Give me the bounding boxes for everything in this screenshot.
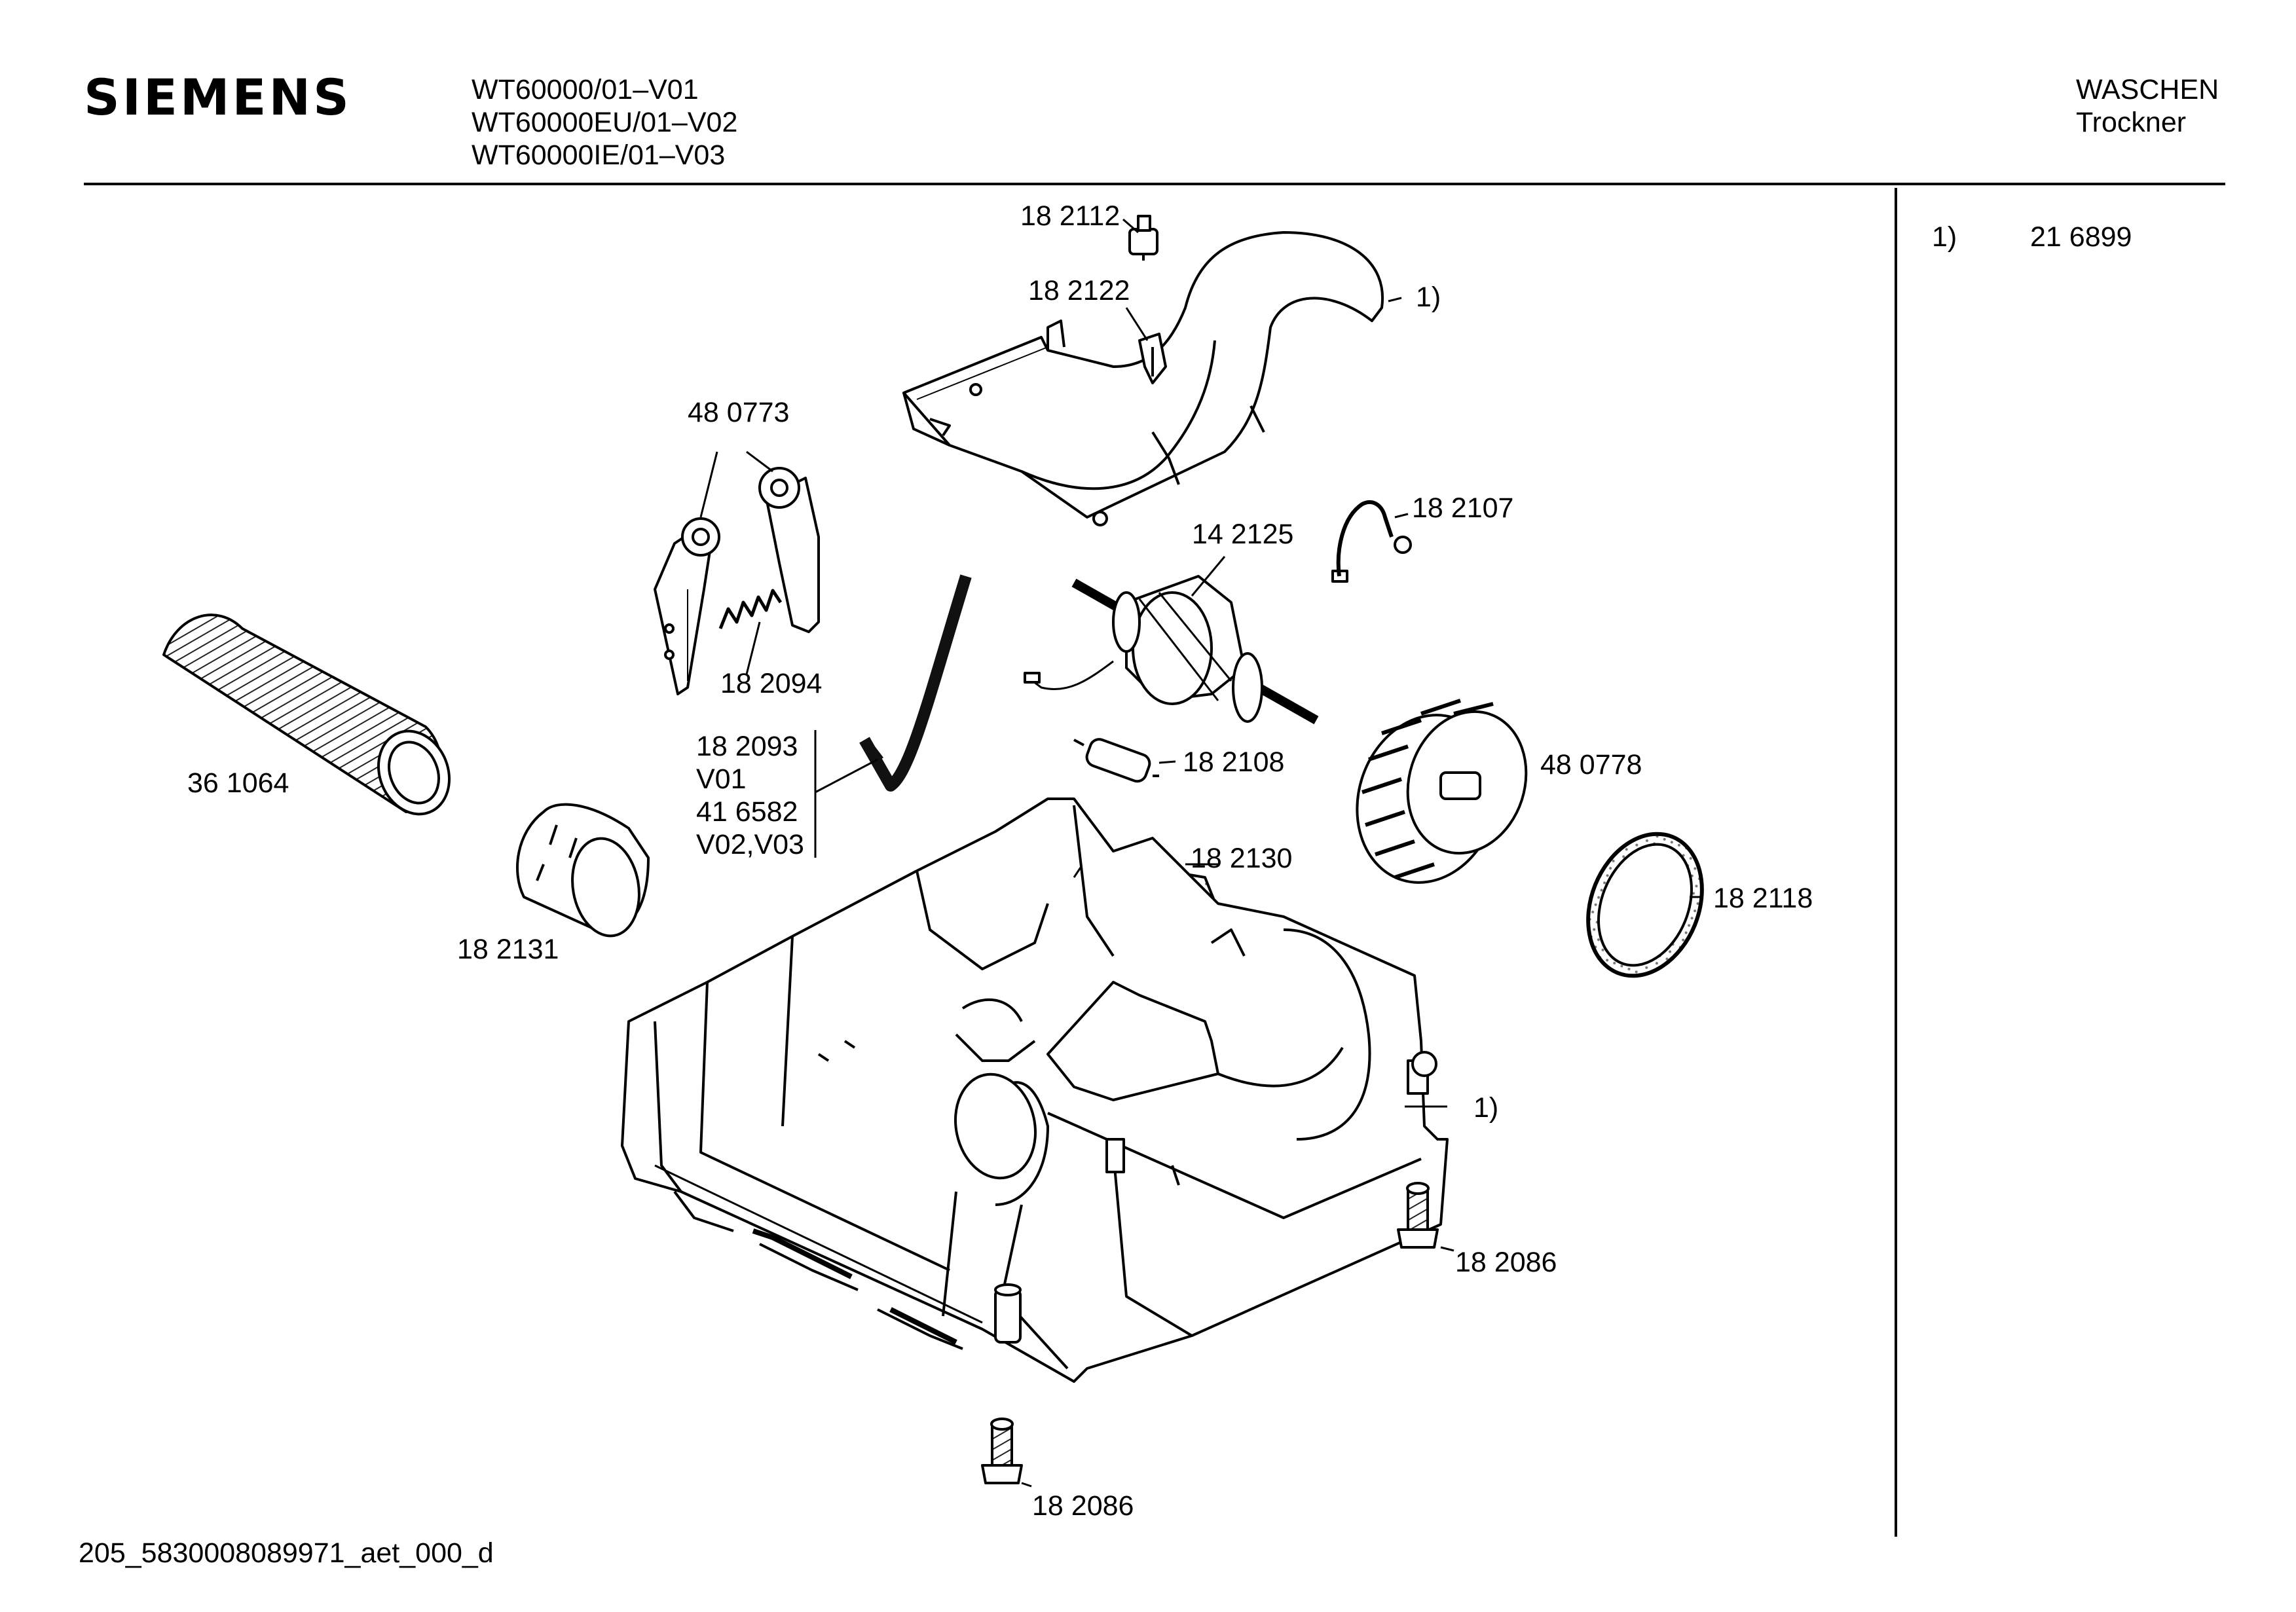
part-variant-v02-v03: V02,V03 bbox=[696, 829, 804, 860]
legend-key: 1) bbox=[1932, 221, 1957, 253]
brand-logo: SIEMENS bbox=[84, 68, 352, 126]
leader-lines bbox=[699, 218, 1703, 1488]
part-label-182118: 18 2118 bbox=[1713, 883, 1813, 914]
part-note-bottom: 1) bbox=[1473, 1092, 1499, 1124]
model-number-3: WT60000IE/01–V03 bbox=[472, 139, 726, 171]
part-label-182086-right: 18 2086 bbox=[1455, 1247, 1557, 1278]
part-label-182107: 18 2107 bbox=[1412, 492, 1514, 524]
exhaust-hose bbox=[162, 614, 451, 816]
motor bbox=[1024, 575, 1319, 725]
part-label-182112: 18 2112 bbox=[1020, 200, 1120, 232]
part-label-182108: 18 2108 bbox=[1183, 746, 1285, 778]
part-label-416582: 41 6582 bbox=[696, 796, 798, 828]
part-label-182093: 18 2093 bbox=[696, 731, 798, 762]
base-frame bbox=[621, 797, 1449, 1383]
legend-divider bbox=[1895, 188, 1897, 1537]
hose-adapter-ring bbox=[516, 803, 650, 938]
drive-belt bbox=[859, 574, 972, 792]
connector-part bbox=[1128, 215, 1158, 261]
tension-spring bbox=[718, 589, 783, 629]
fan-wheel bbox=[1356, 699, 1528, 884]
category-primary: WASCHEN bbox=[2076, 74, 2219, 105]
part-note-top: 1) bbox=[1416, 282, 1441, 313]
screw-right bbox=[1397, 1182, 1439, 1249]
part-label-361064: 36 1064 bbox=[187, 767, 289, 799]
part-label-182131: 18 2131 bbox=[457, 934, 559, 965]
clip-part bbox=[1138, 333, 1167, 384]
tension-roller-arm bbox=[654, 467, 820, 695]
model-number-2: WT60000EU/01–V02 bbox=[472, 107, 738, 138]
legend-value: 21 6899 bbox=[2030, 221, 2132, 253]
screw-bottom bbox=[981, 1418, 1023, 1484]
part-label-480773: 48 0773 bbox=[688, 397, 790, 428]
model-number-1: WT60000/01–V01 bbox=[472, 74, 699, 105]
part-label-182130: 18 2130 bbox=[1191, 843, 1293, 874]
category-secondary: Trockner bbox=[2076, 107, 2187, 138]
wire-harness bbox=[1331, 500, 1412, 583]
seal-ring bbox=[1586, 832, 1704, 978]
document-code: 205_5830008089971_aet_000_d bbox=[79, 1537, 494, 1569]
part-variant-v01: V01 bbox=[696, 763, 747, 795]
header-divider bbox=[84, 183, 2225, 185]
part-label-182094: 18 2094 bbox=[720, 668, 823, 699]
capacitor bbox=[1073, 738, 1159, 783]
part-label-182086-bottom: 18 2086 bbox=[1032, 1490, 1134, 1522]
part-label-142125: 14 2125 bbox=[1192, 519, 1294, 550]
fan-housing-cover bbox=[902, 231, 1384, 526]
part-label-480778: 48 0778 bbox=[1540, 749, 1642, 780]
part-label-182122: 18 2122 bbox=[1028, 275, 1130, 306]
